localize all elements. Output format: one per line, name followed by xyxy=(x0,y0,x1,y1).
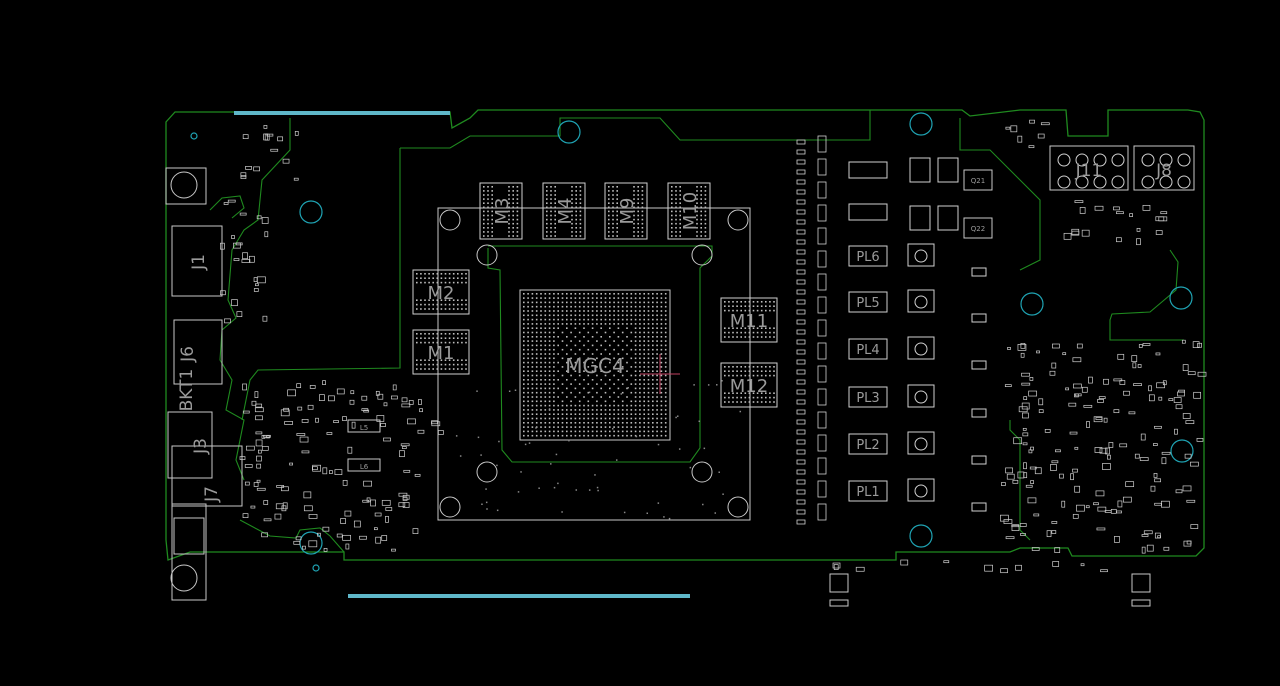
svg-text:PL6: PL6 xyxy=(856,250,879,265)
memory-label: M2 xyxy=(428,283,455,304)
power-connectors xyxy=(1049,145,1195,191)
power-connector-pins xyxy=(1057,153,1191,189)
left-bottom-trace xyxy=(239,519,345,553)
memory-label: M12 xyxy=(730,376,768,397)
gpu-label: MGC4 xyxy=(565,354,624,378)
right-trace xyxy=(959,118,1041,271)
inductor-PL2: PL2 xyxy=(848,431,987,465)
memory-chip-M9: M9 xyxy=(604,182,648,240)
svg-text:PL2: PL2 xyxy=(856,438,879,453)
l-pads xyxy=(347,419,381,472)
gpu-ball-grid xyxy=(523,293,667,437)
inductor-PL1: PL1 xyxy=(848,478,987,512)
gpu-corner-holes xyxy=(439,209,749,518)
smd-components xyxy=(220,119,1207,574)
bottom-pads xyxy=(829,573,1151,607)
gpu-trace-region xyxy=(400,110,871,149)
left-trace xyxy=(219,118,291,481)
mounting-holes xyxy=(190,112,1194,572)
left-trace-2 xyxy=(209,195,245,219)
left-connectors xyxy=(165,167,243,601)
inductor-PL6: PL6 xyxy=(848,243,987,277)
gpu-package xyxy=(519,289,671,441)
board-outline xyxy=(165,109,1205,561)
svg-text:PL5: PL5 xyxy=(856,296,879,311)
memory-label: M4 xyxy=(555,198,576,225)
conn-label-bkt1: BKT1 xyxy=(177,369,197,412)
q21-label: Q21 xyxy=(971,177,985,185)
inductor-PL5: PL5 xyxy=(848,289,987,323)
svg-text:PL1: PL1 xyxy=(856,485,879,500)
conn-label-j7: J7 xyxy=(202,486,222,503)
conn-label-j1: J1 xyxy=(189,254,209,271)
memory-chip-M1: M1 xyxy=(412,329,470,375)
conn-label-j11: J11 xyxy=(1075,161,1103,181)
memory-label: M11 xyxy=(730,311,768,332)
svg-text:PL3: PL3 xyxy=(856,391,879,406)
memory-chip-M10: M10 xyxy=(667,182,711,240)
svg-text:PL4: PL4 xyxy=(856,343,879,358)
memory-chip-M11: M11 xyxy=(720,297,778,343)
memory-label: M10 xyxy=(680,192,701,230)
pcie-edge-connector xyxy=(348,594,690,598)
memory-chip-M3: M3 xyxy=(479,182,523,240)
l5-label: L5 xyxy=(360,424,368,432)
gpu-trace-region-2 xyxy=(241,148,401,421)
conn-label-j3: J3 xyxy=(191,438,211,455)
memory-chip-M4: M4 xyxy=(542,182,586,240)
memory-label: M1 xyxy=(428,343,455,364)
memory-chip-M2: M2 xyxy=(412,269,470,315)
inductor-PL3: PL3 xyxy=(848,384,987,418)
l6-label: L6 xyxy=(360,463,369,471)
memory-label: M9 xyxy=(617,198,638,225)
right-trace-2 xyxy=(1109,249,1184,341)
conn-label-j6: J6 xyxy=(178,346,198,363)
conn-label-j8: J8 xyxy=(1155,161,1172,181)
top-edge-connector xyxy=(234,111,450,115)
q22-label: Q22 xyxy=(971,225,985,233)
inductor-PL4: PL4 xyxy=(848,336,987,370)
memory-chip-M12: M12 xyxy=(720,362,778,408)
memory-label: M3 xyxy=(492,198,513,225)
mosfet-pads xyxy=(963,169,993,239)
